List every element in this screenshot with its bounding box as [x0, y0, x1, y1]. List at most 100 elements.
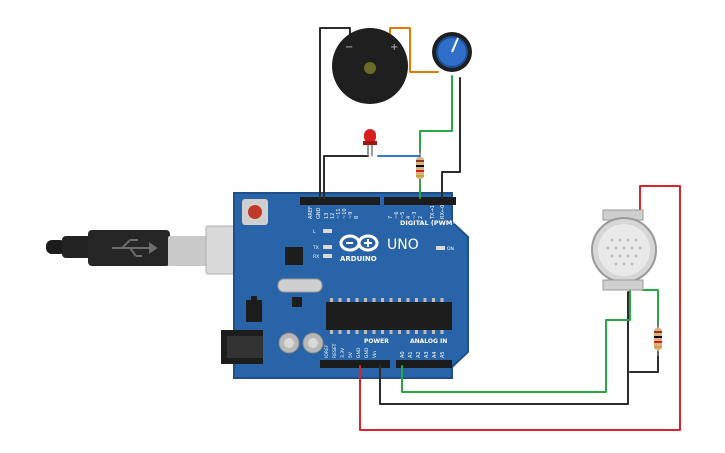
voltage-regulator: [246, 296, 262, 322]
power-header: [320, 360, 390, 368]
chip-leg: [355, 298, 359, 302]
chip-leg: [364, 330, 367, 334]
capacitor-2: [302, 332, 324, 354]
wire-sensor-resistor: [641, 289, 659, 327]
analog-header: [396, 360, 452, 368]
usb-icon: [112, 239, 158, 257]
analog-pin-label: A1: [408, 351, 414, 358]
board-led-label: TX: [312, 245, 319, 251]
power-pin-label: IOREF: [324, 344, 330, 358]
power-pin-label: 5V: [348, 351, 354, 358]
power-pin-label: GND: [356, 347, 362, 358]
digital-header-label: DIGITAL (PWM~): [400, 219, 461, 227]
reset-button: [242, 199, 268, 225]
chip-leg: [406, 330, 410, 334]
board-led-label: RX: [313, 254, 319, 260]
analog-label: ANALOG IN: [410, 338, 447, 345]
chip-leg: [364, 298, 367, 302]
digital-header-right: [384, 197, 456, 205]
chip-leg: [347, 330, 350, 334]
crystal: [277, 278, 323, 293]
board-led: [323, 254, 332, 258]
power-pin-label: Vin: [372, 351, 378, 358]
digital-pin-label: ~3: [412, 212, 418, 219]
chip-leg: [423, 298, 427, 302]
chip-leg: [440, 298, 444, 302]
chip-leg: [338, 298, 342, 302]
potentiometer: [432, 32, 472, 72]
digital-pin-label: RX←0: [440, 205, 446, 219]
analog-pin-label: A5: [440, 351, 446, 358]
chip-leg: [381, 298, 384, 302]
wire-a0-sensor: [401, 289, 631, 393]
board-led: [323, 229, 332, 233]
board-model: UNO: [387, 237, 419, 253]
digital-pin-label: 12: [330, 213, 336, 219]
wires: [319, 27, 681, 431]
chip-leg: [432, 298, 435, 302]
analog-pin-label: A3: [424, 351, 430, 358]
chip-leg: [347, 298, 350, 302]
power-pin-label: 3.3V: [340, 347, 346, 358]
digital-pin-label: ~5: [400, 212, 406, 219]
wire-gnd-sensor: [379, 291, 629, 405]
chip-leg: [338, 330, 342, 334]
wire-buzzer-pot: [389, 27, 439, 73]
chip-leg: [440, 330, 444, 334]
wire-5v-sensor: [359, 185, 681, 431]
board-led: [323, 245, 332, 249]
digital-pin-label: ~11: [336, 208, 342, 219]
chip-leg: [330, 330, 333, 334]
gas-sensor: [591, 209, 657, 291]
chip-leg: [415, 330, 418, 334]
digital-pin-label: ~9: [348, 212, 354, 219]
chip-leg: [372, 298, 376, 302]
resistor-led: [416, 150, 424, 182]
analog-pin-label: A2: [416, 351, 422, 358]
arduino-logo-icon: [339, 234, 379, 252]
board-led: [436, 246, 445, 250]
chip-leg: [330, 298, 333, 302]
buzzer-plus-label: +: [390, 42, 398, 53]
wire-pot-resistor: [419, 75, 453, 153]
digital-header-left: [300, 197, 380, 205]
digital-pin-label: TX→1: [430, 205, 436, 220]
power-jack: [221, 330, 263, 364]
digital-pin-label: ~6: [394, 212, 400, 219]
digital-pin-label: GND: [316, 207, 322, 219]
chip-leg: [381, 330, 384, 334]
logo-text: ARDUINO: [340, 255, 377, 263]
chip-leg: [355, 330, 359, 334]
chip-leg: [389, 298, 393, 302]
chip-leg: [406, 298, 410, 302]
wire-gnd-led: [323, 155, 369, 199]
digital-pin-label: 13: [324, 213, 330, 219]
digital-pin-label: 7: [388, 216, 394, 219]
red-led: [363, 129, 377, 156]
usb-chip: [285, 247, 303, 265]
chip-leg: [432, 330, 435, 334]
board-led-label: L: [313, 229, 316, 235]
chip-leg: [398, 330, 401, 334]
board-led-label: ON: [447, 246, 454, 252]
board-leds: L TX RX ON: [312, 229, 454, 260]
atmega-chip: [326, 302, 452, 330]
capacitor-1: [278, 332, 300, 354]
digital-pin-label: AREF: [308, 206, 314, 219]
chip-legs: [330, 298, 444, 334]
chip-leg: [389, 330, 393, 334]
resistor-sensor: [654, 322, 662, 356]
power-pin-label: RESET: [332, 343, 338, 358]
small-chip: [292, 297, 302, 307]
chip-leg: [398, 298, 401, 302]
chip-leg: [415, 298, 418, 302]
chip-leg: [423, 330, 427, 334]
digital-pin-label: 4: [406, 216, 412, 219]
buzzer-minus-label: −: [345, 42, 353, 53]
power-label: POWER: [364, 338, 389, 345]
chip-leg: [372, 330, 376, 334]
